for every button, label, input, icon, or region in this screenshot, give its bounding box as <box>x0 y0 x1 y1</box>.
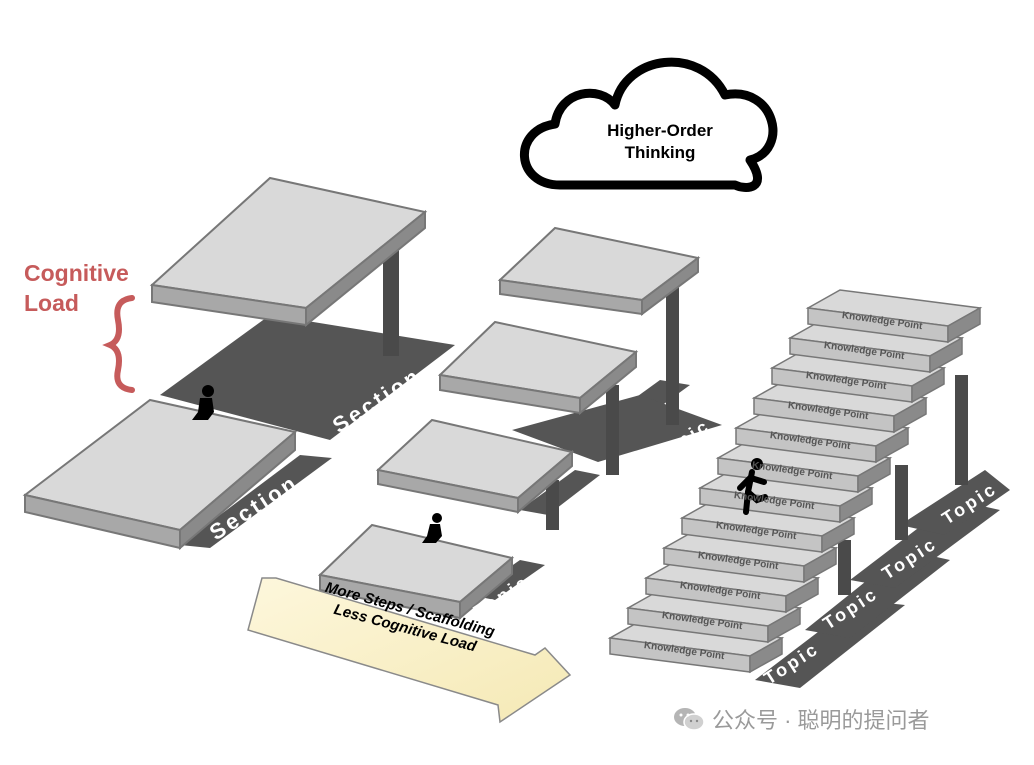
section-stairs <box>22 176 455 551</box>
knowledge-point-step <box>803 546 837 584</box>
section-shadow-lower <box>180 455 332 548</box>
kneeling-person-icon <box>192 385 214 420</box>
knowledge-point-step <box>875 426 909 464</box>
cloud-label: Higher-Order Thinking <box>560 120 760 164</box>
knowledge-point-stairs <box>755 375 1010 688</box>
running-person-icon <box>737 458 768 515</box>
knowledge-point-step <box>821 516 855 554</box>
cognitive-load-label: Cognitive Load <box>24 258 129 318</box>
scaffolding-arrow-shape <box>247 577 572 724</box>
watermark: 公众号 · 聪明的提问者 <box>672 703 930 735</box>
section-shadow-upper <box>160 315 455 440</box>
knowledge-point-step <box>767 606 801 644</box>
cloud-shape <box>520 57 778 192</box>
cloud-line-2: Thinking <box>624 143 696 162</box>
knowledge-point-step <box>857 456 891 494</box>
cloud-line-1: Higher-Order <box>607 121 713 140</box>
section-pillar <box>383 248 399 356</box>
cognitive-load-brace-icon <box>102 295 135 393</box>
topic-stairs <box>317 226 722 621</box>
knowledge-point-step <box>749 636 783 674</box>
kneeling-person-icon <box>422 513 442 543</box>
knowledge-point-step <box>893 396 927 434</box>
knowledge-point-step <box>785 576 819 614</box>
watermark-text: 公众号 · 聪明的提问者 <box>712 708 930 733</box>
cognitive-load-line-1: Cognitive <box>24 260 129 286</box>
cognitive-load-line-2: Load <box>24 290 79 316</box>
knowledge-point-step <box>839 486 873 524</box>
knowledge-point-step <box>947 306 981 344</box>
knowledge-point-step-group <box>607 289 983 674</box>
knowledge-point-step <box>911 366 945 404</box>
knowledge-point-step <box>929 336 963 374</box>
wechat-logo-icon <box>674 708 705 731</box>
